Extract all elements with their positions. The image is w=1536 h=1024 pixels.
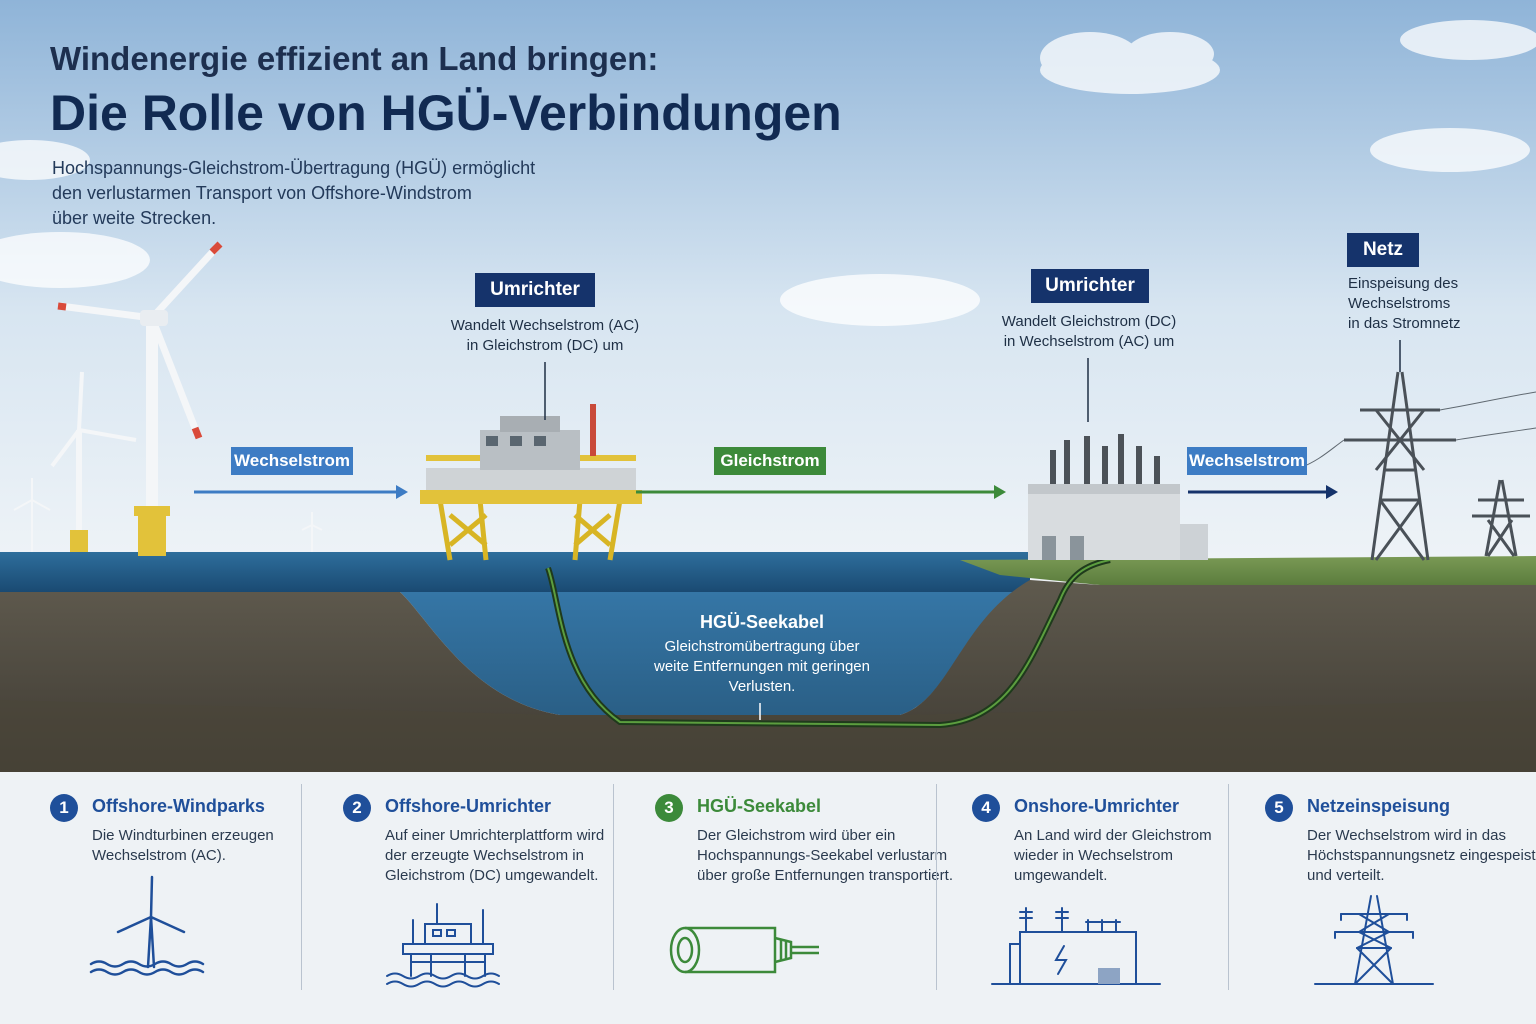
transmission-towers (1344, 371, 1530, 561)
step-title: Netzeinspeisung (1307, 796, 1451, 816)
title-line-1: Windenergie effizient an Land bringen: (50, 40, 659, 77)
converter-window (1098, 968, 1120, 984)
step-number: 3 (655, 794, 683, 822)
seekabel-desc: Gleichstromübertragung über weite Entfer… (654, 638, 870, 695)
step-4: 4 Onshore-Umrichter An Land wird der Gle… (972, 772, 1222, 1024)
far-turbines (13, 478, 323, 552)
step-5: 5 Netzeinspeisung Der Wechselstrom wird … (1265, 772, 1536, 1024)
main-turbine (57, 241, 223, 556)
step-divider (1228, 784, 1229, 990)
step-text: Der Wechselstrom wird in das Höchstspann… (1307, 827, 1536, 884)
step-title: HGÜ-Seekabel (697, 796, 822, 816)
step-divider (301, 784, 302, 990)
offshore-platform-icon (386, 903, 500, 988)
label-netz: Netz (1347, 233, 1419, 267)
offshore-platform (420, 404, 642, 561)
step-divider (613, 784, 614, 990)
step-divider (936, 784, 937, 990)
step-text: Der Gleichstrom wird über ein Hochspannu… (697, 827, 953, 884)
desc-netz: Einspeisung des Wechselstroms in das Str… (1348, 275, 1461, 332)
intro-text: Hochspannungs-Gleichstrom-Übertragung (H… (52, 158, 536, 228)
cable-icon (669, 926, 819, 974)
desc-umrichter-offshore: Wandelt Wechselstrom (AC) in Gleichstrom… (450, 317, 640, 354)
mid-turbine (50, 371, 137, 552)
title-line-2: Die Rolle von HGÜ-Verbindungen (50, 85, 842, 141)
step-3: 3 HGÜ-Seekabel Der Gleichstrom wird über… (655, 772, 953, 1024)
illustration-scene: Windenergie effizient an Land bringen: D… (0, 0, 1536, 772)
step-1: 1 Offshore-Windparks Die Windturbinen er… (50, 772, 300, 1024)
arrow-label-gleichstrom: Gleichstrom (714, 447, 826, 475)
step-title: Onshore-Umrichter (1014, 796, 1180, 816)
step-title: Offshore-Umrichter (385, 796, 552, 816)
step-text: Auf einer Umrichterplattform wird der er… (385, 827, 605, 884)
step-number: 2 (343, 794, 371, 822)
step-number: 4 (972, 794, 1000, 822)
step-title: Offshore-Windparks (92, 796, 265, 816)
step-2: 2 Offshore-Umrichter Auf einer Umrichter… (343, 772, 604, 1024)
onshore-station (1028, 434, 1208, 560)
seekabel-title: HGÜ-Seekabel (699, 612, 825, 632)
clouds (0, 20, 1536, 326)
flow-arrows (194, 485, 1338, 499)
step-text: Die Windturbinen erzeugen Wechselstrom (… (92, 827, 274, 864)
arrow-label-wechselstrom-left: Wechselstrom (231, 447, 353, 475)
converter-station-icon (991, 907, 1161, 985)
transmission-tower-icon (1314, 895, 1434, 985)
step-number: 1 (50, 794, 78, 822)
wind-turbine-icon (89, 875, 205, 976)
arrow-label-wechselstrom-right: Wechselstrom (1187, 447, 1307, 475)
label-umrichter-onshore: Umrichter (1031, 269, 1149, 303)
desc-umrichter-onshore: Wandelt Gleichstrom (DC) in Wechselstrom… (1001, 313, 1177, 350)
steps-panel: 1 Offshore-Windparks Die Windturbinen er… (0, 772, 1536, 1024)
step-number: 5 (1265, 794, 1293, 822)
step-text: An Land wird der Gleichstrom wieder in W… (1014, 827, 1212, 884)
label-umrichter-offshore: Umrichter (475, 273, 595, 307)
